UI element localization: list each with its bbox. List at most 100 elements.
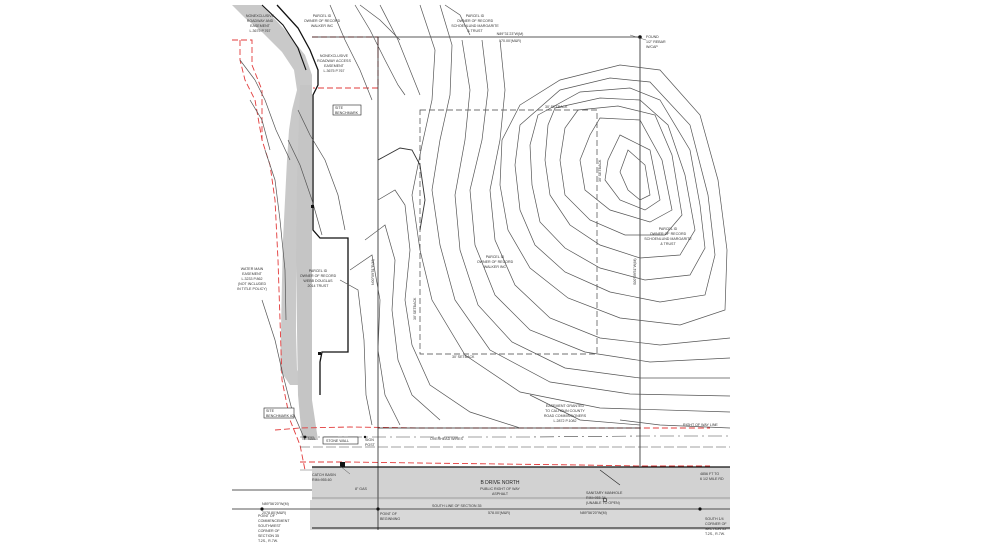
red-easement-outline-2 <box>239 40 263 141</box>
poc-line: SECTION 35 <box>258 534 279 538</box>
se-line: CORNER OF <box>705 522 727 526</box>
wall-box <box>322 436 359 445</box>
benchmark-mark <box>311 205 314 208</box>
parcel-id: PARCEL ID <box>313 14 332 18</box>
red-row-line <box>274 426 710 431</box>
easement-line: (NOT INCLUDED <box>238 282 266 286</box>
road-public: PUBLIC RIGHT OF WAY <box>480 487 520 491</box>
mile-road-label: 4856 FT TO <box>700 472 719 476</box>
road-commissioners-label: EASEMENT GRANTED TO CALHOUN COUNTY ROAD … <box>544 404 587 423</box>
easement-line: ROAD COMMISSIONERS <box>544 414 587 418</box>
sanitary-label: SANITARY MANHOLE <box>586 491 623 495</box>
parcel-label-top-center: PARCEL ID OWNER OF RECORD SCHOENLUND MAR… <box>451 14 499 33</box>
pob-label-2: BEGINNING <box>380 517 400 521</box>
parcel-owner: OWNER OF RECORD <box>300 274 337 278</box>
rebar-text: 1/2" REBAR <box>646 40 666 44</box>
poc-line: POINT OF <box>258 514 276 518</box>
nail-label: NAIL <box>308 437 316 441</box>
poc-line: CORNER OF <box>258 529 280 533</box>
south-line-label: SOUTH LINE OF SECTION 35 <box>432 504 482 508</box>
poc-label: POINT OF COMMENCEMENT SOUTHWEST CORNER O… <box>258 514 290 543</box>
road-name: B DRIVE NORTH <box>480 480 519 486</box>
poc-line: COMMENCEMENT <box>258 519 290 523</box>
parcel-owner-trust: & TRUST <box>660 242 676 246</box>
south-bearing-2: N89°56'20"W(M) <box>580 511 607 515</box>
easement-line: ROADWAY AND <box>247 19 274 23</box>
existing-drive-shaded <box>232 5 312 385</box>
catch-basin-mark <box>340 462 345 467</box>
se-line: SOUTH 1/4 <box>705 517 724 521</box>
easement-line: L.3675 P.767 <box>250 29 271 33</box>
setback-top: 30' SETBACK <box>545 105 568 109</box>
overhead-wires <box>300 435 730 438</box>
easement-line: L.3233 P.862 <box>242 277 263 281</box>
easement-line: EASEMENT <box>324 64 345 68</box>
setback-bottom: 30' SETBACK <box>452 355 475 359</box>
poc-line: SOUTHWEST <box>258 524 282 528</box>
easement-line: L.3675 P.767 <box>324 69 345 73</box>
easement-line: EASEMENT <box>242 272 263 276</box>
top-bearing: N89°31'23"W(M) <box>497 32 524 36</box>
pob-mark <box>376 507 380 511</box>
parcel-label-center: PARCEL ID OWNER OF RECORD WALKER INC <box>477 255 514 269</box>
road-arrow-right <box>599 469 621 486</box>
parcel-id: PARCEL ID <box>659 227 678 231</box>
easement-line: EASEMENT GRANTED <box>546 404 585 408</box>
nail-mark <box>303 435 307 439</box>
water-main-label: WATER MAIN EASEMENT L.3233 P.862 (NOT IN… <box>237 267 267 291</box>
parcel-label-left: PARCEL ID OWNER OF RECORD WEBB DOUGLAS 2… <box>300 269 337 288</box>
benchmark-mark-2 <box>318 352 321 355</box>
parcel-owner-name: WEBB DOUGLAS <box>303 279 333 283</box>
easement-line: IN TITLE POLICY) <box>237 287 267 291</box>
parcel-id: PARCEL ID <box>309 269 328 273</box>
drive-edge <box>276 4 349 395</box>
south-bearing: N89°56'20"W(M) <box>262 502 289 506</box>
poc-mark <box>260 507 264 511</box>
parcel-owner-name: SCHOENLUND MARGARITE <box>644 237 692 241</box>
parcel-owner: OWNER OF RECORD <box>304 19 341 23</box>
easement-line: EASEMENT <box>250 24 271 28</box>
easement-line: TO CALHOUN COUNTY <box>545 409 585 413</box>
top-distance: 170.00'(M&R) <box>499 39 521 43</box>
benchmark-2-label: SITE <box>266 409 275 413</box>
sanitary-note: (UNABLE TO OPEN) <box>586 501 620 505</box>
road-surface: ASPHALT <box>492 492 509 496</box>
parcel-owner-name: SCHOENLUND MARGARITE <box>451 24 499 28</box>
sign-post <box>363 435 367 439</box>
wall-label: STONE WALL <box>326 439 349 443</box>
cap-text: W/CAP <box>646 45 658 49</box>
parcel-owner-trust: & TRUST <box>467 29 483 33</box>
parcel-label-right: PARCEL ID OWNER OF RECORD SCHOENLUND MAR… <box>644 227 692 246</box>
setback-box <box>419 109 598 355</box>
easement-line: NONEXCLUSIVE <box>246 14 275 18</box>
parcel-owner-name: WALKER INC <box>311 24 334 28</box>
easement-line: NONEXCLUSIVE <box>320 54 349 58</box>
benchmark-box-2 <box>263 407 295 419</box>
parcel-id: PARCEL ID <box>466 14 485 18</box>
catch-basin-rim: RIM=955.60 <box>312 478 332 482</box>
pob-label: POINT OF <box>380 512 398 516</box>
benchmark-1-sub: BENCHMARK <box>335 111 359 115</box>
se-line: SECTION 35 <box>705 527 726 531</box>
parcel-id: PARCEL ID <box>486 255 505 259</box>
parcel-shaded-left <box>296 85 318 440</box>
sign-label: SIGN <box>365 438 374 442</box>
parcel-label-top-left: PARCEL ID OWNER OF RECORD WALKER INC <box>304 14 341 28</box>
sanitary-mark <box>602 497 608 503</box>
benchmark-box-1 <box>332 104 362 116</box>
south-distance: 2078.80'(M&R) <box>262 511 286 515</box>
easement-line: L.2872 P.1082 <box>554 419 577 423</box>
leader-2 <box>629 34 647 41</box>
easement-label-1: NONEXCLUSIVE ROADWAY AND EASEMENT L.3675… <box>246 14 275 33</box>
parcel-owner-trust: 2014 TRUST <box>308 284 330 288</box>
benchmark-2-sub: BENCHMARK #2 <box>266 414 294 418</box>
easement-line: ROADWAY ACCESS <box>317 59 351 63</box>
row-line-label: RIGHT OF WAY LINE <box>683 423 718 427</box>
setback-right: 30' SETBACK <box>598 159 602 182</box>
found-rebar-label: FOUND 1/2" REBAR W/CAP <box>646 35 666 49</box>
south-distance-2: 578.00'(M&R) <box>488 511 510 515</box>
overhead-label: OVERHEAD WIRES <box>430 437 464 441</box>
drive-edge-2 <box>261 4 307 71</box>
parcel-owner-name: WALKER INC <box>484 265 507 269</box>
